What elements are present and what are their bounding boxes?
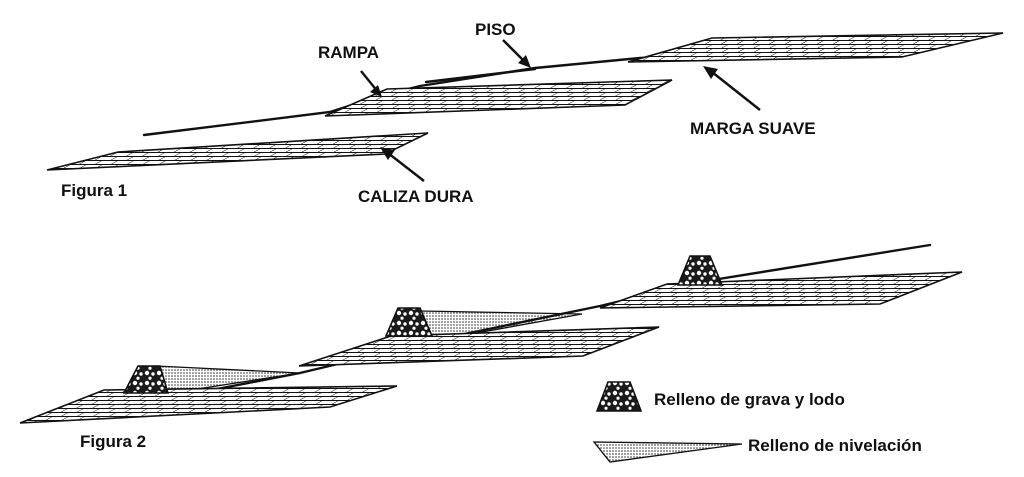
label-rampa: RAMPA	[318, 43, 379, 62]
arrow-marga	[703, 66, 761, 111]
legend-gravel-label: Relleno de grava y lodo	[654, 390, 845, 409]
legend-gravel-symbol	[595, 381, 643, 412]
legend-item-gravel: Relleno de grava y lodo	[595, 381, 845, 412]
label-piso: PISO	[475, 20, 516, 39]
legend-leveling-symbol	[592, 441, 743, 463]
label-marga-suave: MARGA SUAVE	[690, 119, 816, 138]
limestone-slab-middle	[324, 79, 673, 117]
limestone-slab-2-lower	[19, 385, 398, 424]
legend: Relleno de grava y lodo Relleno de nivel…	[592, 381, 922, 463]
caption-figura-1: Figura 1	[61, 181, 127, 200]
gravel-fill-middle	[384, 307, 434, 337]
limestone-slab-2-upper	[599, 271, 963, 309]
label-caliza-dura: CALIZA DURA	[358, 187, 474, 206]
arrow-caliza	[380, 147, 425, 182]
limestone-slab-lower	[46, 132, 429, 171]
arrow-piso	[502, 39, 531, 68]
limestone-slab-2-middle	[298, 326, 660, 367]
arrow-rampa	[360, 70, 382, 97]
fault-floor-line-2	[158, 243, 932, 402]
limestone-slab-upper	[627, 32, 1004, 63]
gravel-fill-upper	[676, 255, 724, 286]
legend-item-leveling: Relleno de nivelación	[592, 436, 922, 463]
caption-figura-2: Figura 2	[80, 432, 146, 451]
fault-floor-line-1b	[424, 67, 537, 84]
figure-2: Figura 2	[19, 243, 963, 451]
gravel-fill-lower	[122, 365, 170, 394]
legend-leveling-label: Relleno de nivelación	[748, 436, 922, 455]
figure-1: RAMPA PISO MARGA SUAVE CALIZA DURA Figur…	[46, 20, 1004, 206]
